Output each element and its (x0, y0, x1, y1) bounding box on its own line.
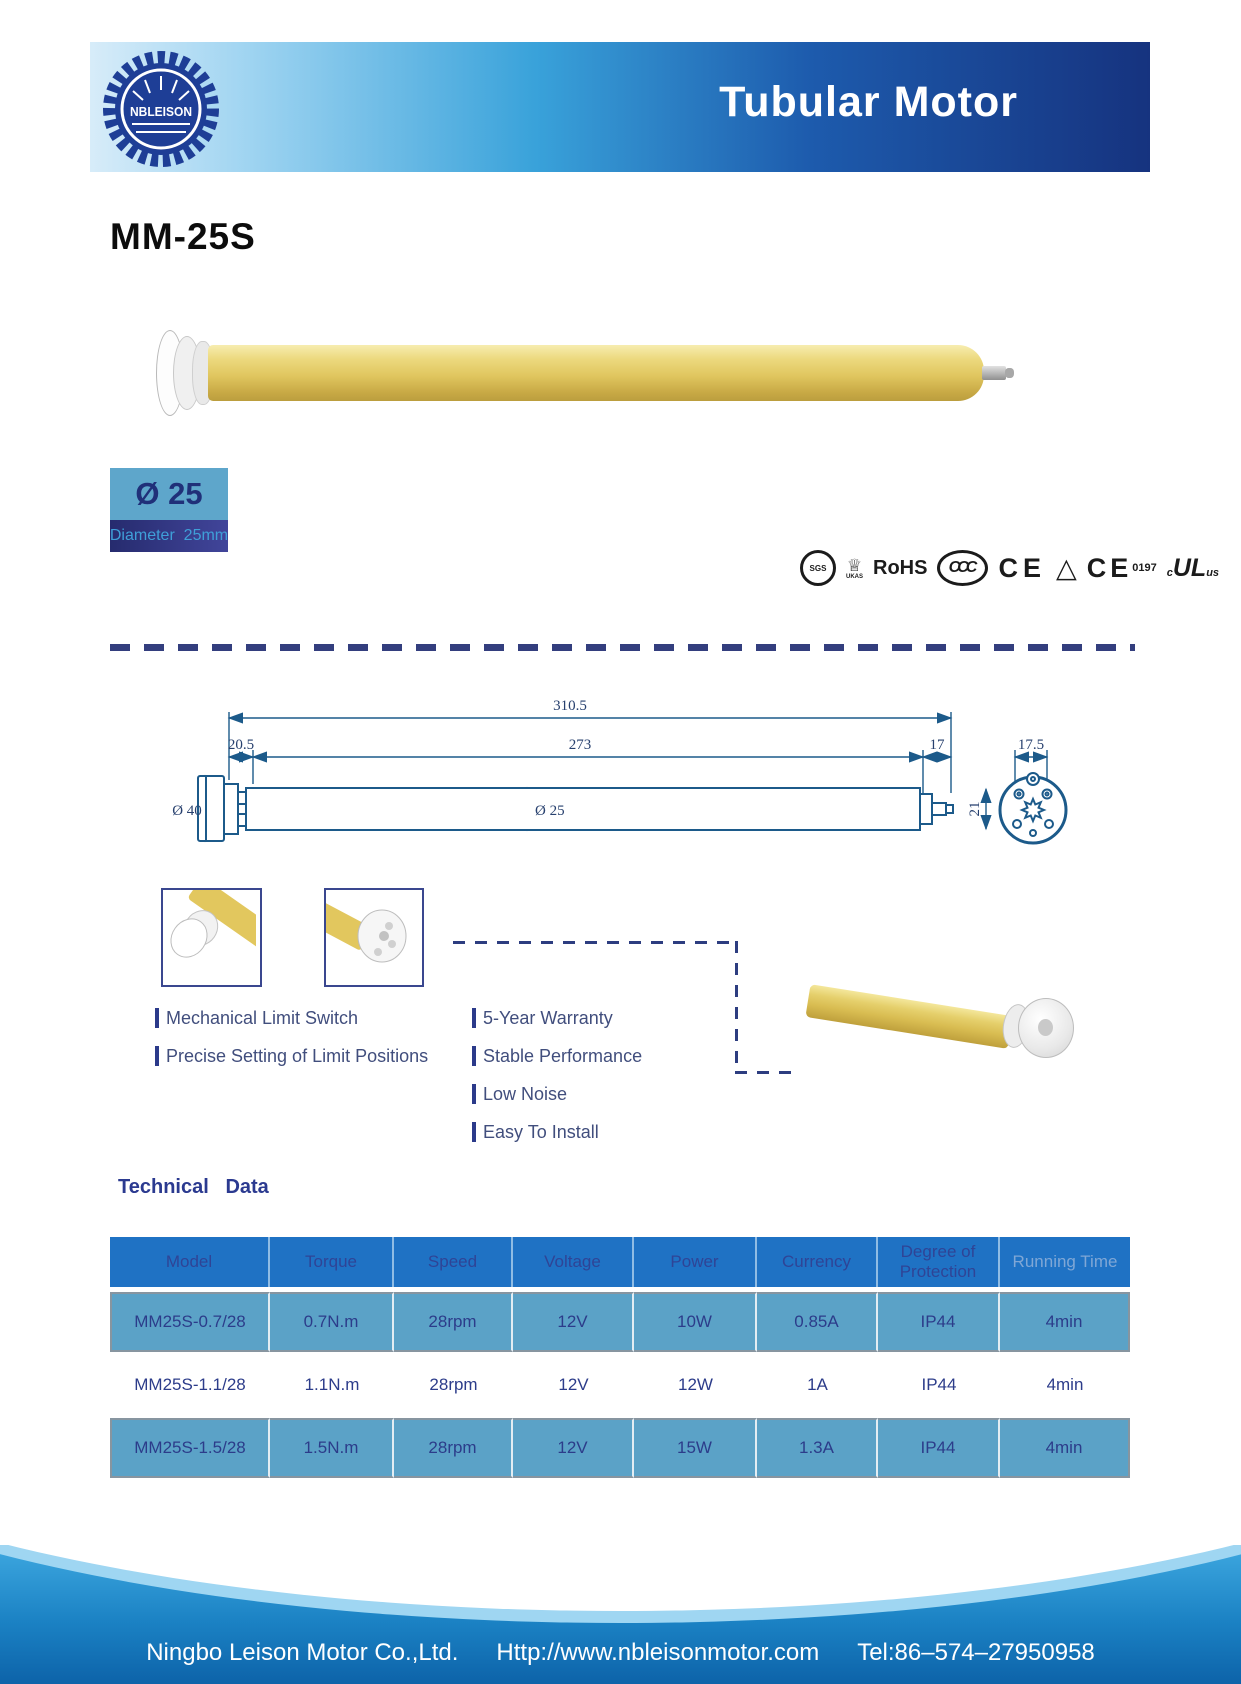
page-title: Tubular Motor (719, 78, 1018, 126)
dim-end-width: 17.5 (1018, 737, 1044, 753)
motor-shaft (982, 366, 1006, 380)
column-header-power: Power (634, 1237, 757, 1287)
dim-tube-diameter: Ø 25 (535, 803, 565, 819)
sgs-icon: SGS (800, 550, 836, 586)
column-header-voltage: Voltage (513, 1237, 634, 1287)
tuv-triangle-icon: △ (1055, 552, 1077, 583)
motor-shaft-tip (1005, 368, 1014, 378)
product-photo (150, 325, 1030, 420)
connector-dash-vertical (735, 941, 738, 1074)
detail-photo-drive-end (324, 888, 424, 987)
feature-item: Mechanical Limit Switch (155, 1008, 428, 1028)
dim-head-diameter: Ø 40 (172, 803, 202, 819)
connector-dash-horizontal (453, 941, 737, 944)
feature-item: Stable Performance (472, 1046, 642, 1066)
footer-banner: Ningbo Leison Motor Co.,Ltd. Http://www.… (0, 1545, 1241, 1684)
ce-mark: CE (998, 552, 1046, 583)
footer-arc (0, 1545, 1241, 1611)
feature-item: Easy To Install (472, 1122, 642, 1142)
feature-item: Precise Setting of Limit Positions (155, 1046, 428, 1066)
brand-logo-gear-icon: NBLEISON (103, 51, 219, 167)
crown-icon: ♕ (846, 555, 863, 575)
ce-0197-mark: CE0197 (1086, 552, 1157, 583)
motor-hub (1038, 1019, 1053, 1036)
table-row: MM25S-1.5/28 1.5N.m 28rpm 12V 15W 1.3A I… (110, 1418, 1130, 1478)
column-header-model: Model (110, 1237, 270, 1287)
brand-name: NBLEISON (130, 104, 192, 119)
company-name: Ningbo Leison Motor Co.,Ltd. (146, 1639, 459, 1666)
feature-list-right: 5-Year Warranty Stable Performance Low N… (472, 1008, 642, 1160)
certification-row: SGS ♕ UKAS RoHS CCC CE △ CE0197 cULus (800, 546, 1219, 590)
ukas-icon: ♕ UKAS (846, 555, 864, 580)
dim-shaft-length: 17 (930, 737, 946, 753)
website-url: Http://www.nbleisonmotor.com (496, 1639, 820, 1666)
dim-body-length: 273 (569, 737, 592, 753)
detail-photo-head (161, 888, 262, 987)
table-row: MM25S-0.7/28 0.7N.m 28rpm 12V 10W 0.85A … (110, 1292, 1130, 1352)
technical-data-heading: Technical Data (118, 1176, 269, 1198)
column-header-degree-of-protection: Degree of Protection (878, 1237, 1000, 1287)
rohs-mark: RoHS (873, 556, 928, 579)
table-header-row: Model Torque Speed Voltage Power Currenc… (110, 1237, 1130, 1287)
dim-total-length: 310.5 (553, 698, 587, 714)
technical-data-table: Model Torque Speed Voltage Power Currenc… (110, 1232, 1130, 1483)
table-row: MM25S-1.1/28 1.1N.m 28rpm 12V 12W 1A IP4… (134, 1375, 1084, 1394)
ul-icon: cULus (1166, 553, 1220, 582)
column-header-torque: Torque (270, 1237, 394, 1287)
motor-photo-angled (800, 958, 1080, 1080)
feature-item: Low Noise (472, 1084, 642, 1104)
motor-tube (805, 984, 1014, 1049)
footer-contact-line: Ningbo Leison Motor Co.,Ltd. Http://www.… (0, 1639, 1241, 1667)
column-header-speed: Speed (394, 1237, 513, 1287)
telephone: Tel:86–574–27950958 (857, 1639, 1095, 1666)
dashed-divider (110, 644, 1135, 651)
dimension-drawing: 310.5 273 20.5 17 17.5 Ø 40 Ø 25 21 (172, 698, 1068, 845)
header-banner: NBLEISON Tubular Motor (90, 42, 1150, 172)
diameter-badge-value: Ø 25 (110, 468, 228, 520)
dim-head-length: 20.5 (228, 737, 254, 753)
motor-tube (208, 345, 984, 401)
connector-dash-horizontal-2 (735, 1071, 797, 1074)
ccc-icon: CCC (937, 550, 989, 586)
column-header-currency: Currency (757, 1237, 878, 1287)
diameter-badge-label: Diameter 25mm (110, 520, 228, 552)
column-header-running-time: Running Time (1000, 1237, 1130, 1287)
feature-item: 5-Year Warranty (472, 1008, 642, 1028)
feature-list-left: Mechanical Limit Switch Precise Setting … (155, 1008, 428, 1084)
dim-end-height: 21 (967, 802, 983, 817)
model-heading: MM-25S (110, 216, 256, 257)
